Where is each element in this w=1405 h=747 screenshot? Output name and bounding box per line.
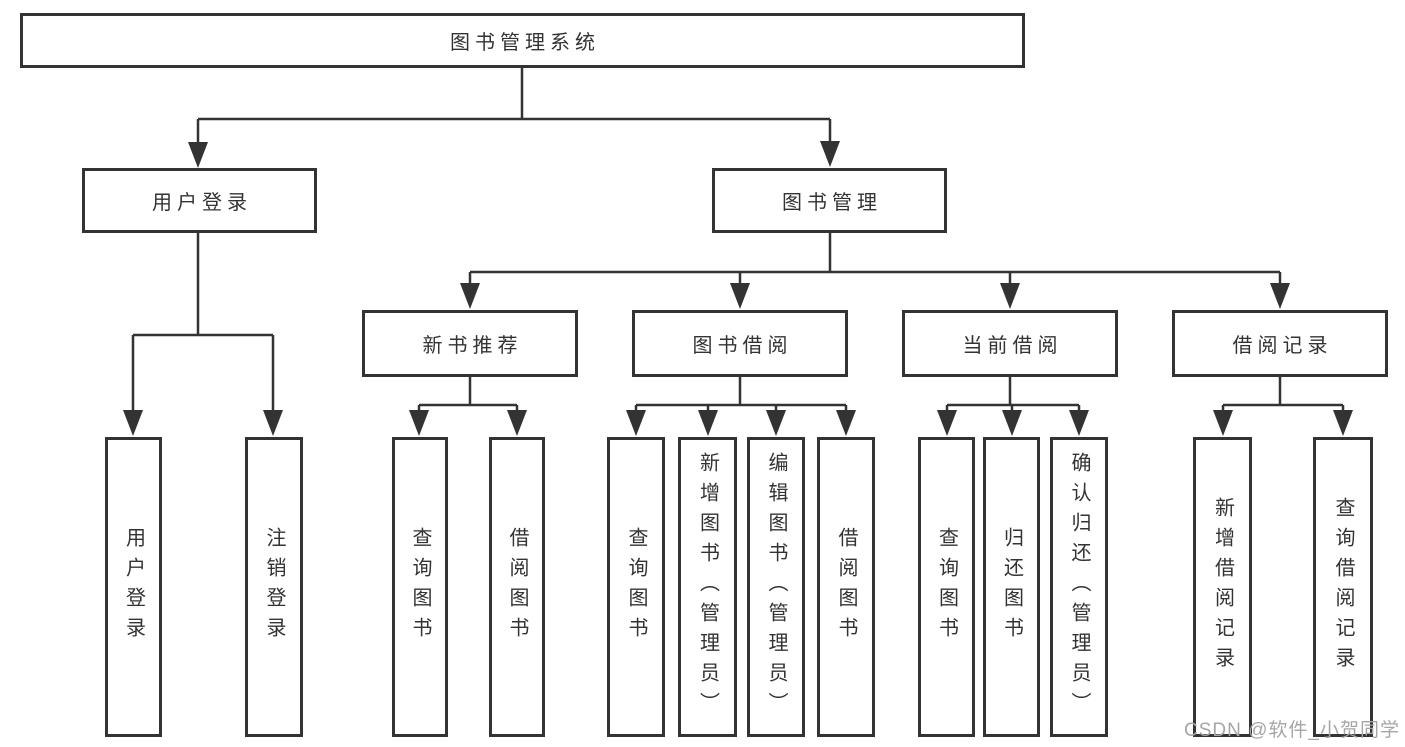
leaf-add-book-admin: 新增图书（管理员） (678, 437, 737, 737)
leaf-logout: 注销登录 (245, 437, 303, 737)
leaf-user-login-label: 用户登录 (122, 527, 145, 647)
node-new-book-recommendation: 新书推荐 (362, 310, 578, 377)
leaf-borrow-books-borrowing: 借阅图书 (817, 437, 875, 737)
leaf-borrow-books-recommend: 借阅图书 (489, 437, 545, 737)
leaf-query-borrow-record: 查询借阅记录 (1313, 437, 1373, 737)
leaf-logout-label: 注销登录 (263, 527, 285, 647)
leaf-query-books-borrowing-label: 查询图书 (625, 527, 647, 647)
node-book-borrowing: 图书借阅 (632, 310, 848, 377)
leaf-confirm-return-admin-label: 确认归还（管理员） (1068, 452, 1090, 722)
leaf-edit-book-admin-label: 编辑图书（管理员） (765, 452, 787, 722)
leaf-query-books-recommend-label: 查询图书 (409, 527, 431, 647)
leaf-return-books-label: 归还图书 (1000, 527, 1023, 647)
node-current-borrowing: 当前借阅 (902, 310, 1118, 377)
node-borrowing-records: 借阅记录 (1172, 310, 1388, 377)
leaf-user-login: 用户登录 (105, 437, 162, 737)
leaf-add-borrow-record-label: 新增借阅记录 (1211, 497, 1234, 677)
leaf-edit-book-admin: 编辑图书（管理员） (747, 437, 805, 737)
leaf-query-books-current: 查询图书 (918, 437, 975, 737)
leaf-return-books: 归还图书 (983, 437, 1040, 737)
node-user-login-branch: 用户登录 (82, 168, 317, 233)
watermark: CSDN @软件_小贺同学 (1184, 720, 1400, 741)
leaf-borrow-books-recommend-label: 借阅图书 (506, 527, 528, 647)
leaf-query-books-current-label: 查询图书 (935, 527, 958, 647)
leaf-query-borrow-record-label: 查询借阅记录 (1332, 497, 1354, 677)
node-book-management-branch: 图书管理 (712, 168, 947, 233)
leaf-query-books-recommend: 查询图书 (392, 437, 448, 737)
leaf-borrow-books-borrowing-label: 借阅图书 (835, 527, 857, 647)
leaf-confirm-return-admin: 确认归还（管理员） (1050, 437, 1108, 737)
leaf-add-book-admin-label: 新增图书（管理员） (696, 452, 719, 722)
node-library-management-system: 图书管理系统 (20, 13, 1025, 68)
leaf-query-books-borrowing: 查询图书 (607, 437, 665, 737)
leaf-add-borrow-record: 新增借阅记录 (1193, 437, 1252, 737)
